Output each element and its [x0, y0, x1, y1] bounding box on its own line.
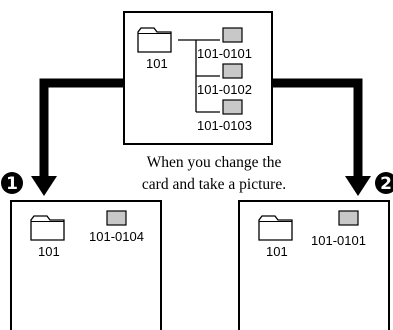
marker-1: 1	[1, 172, 23, 194]
right-arrow	[272, 78, 371, 196]
file-label: 101-0101	[311, 233, 366, 248]
folder-label: 101	[266, 244, 288, 259]
file-label: 101-0102	[197, 82, 252, 97]
card-before: 101 101-0101 101-0102 101-0103	[123, 11, 273, 145]
file-label: 101-0101	[197, 46, 252, 61]
left-arrow	[31, 78, 124, 196]
folder-icon	[258, 215, 293, 241]
caption-line-1: When you change the	[147, 154, 282, 171]
file-icon	[222, 99, 243, 115]
file-icon	[106, 210, 127, 226]
file-icon	[222, 63, 243, 79]
tree-lines	[178, 39, 220, 113]
file-icon	[338, 210, 359, 226]
file-icon	[222, 27, 243, 43]
folder-icon	[30, 215, 65, 241]
file-label: 101-0103	[197, 118, 252, 133]
folder-label: 101	[146, 56, 168, 71]
caption-line-2: card and take a picture.	[142, 176, 286, 193]
card-case-2: 101 101-0101	[238, 200, 390, 330]
marker-1-number: 1	[6, 174, 18, 194]
card-case-1: 101 101-0104	[10, 200, 162, 330]
folder-label: 101	[38, 244, 60, 259]
marker-2: 2	[375, 172, 393, 194]
marker-2-number: 2	[380, 174, 392, 194]
file-label: 101-0104	[89, 229, 144, 244]
folder-icon	[137, 27, 172, 53]
